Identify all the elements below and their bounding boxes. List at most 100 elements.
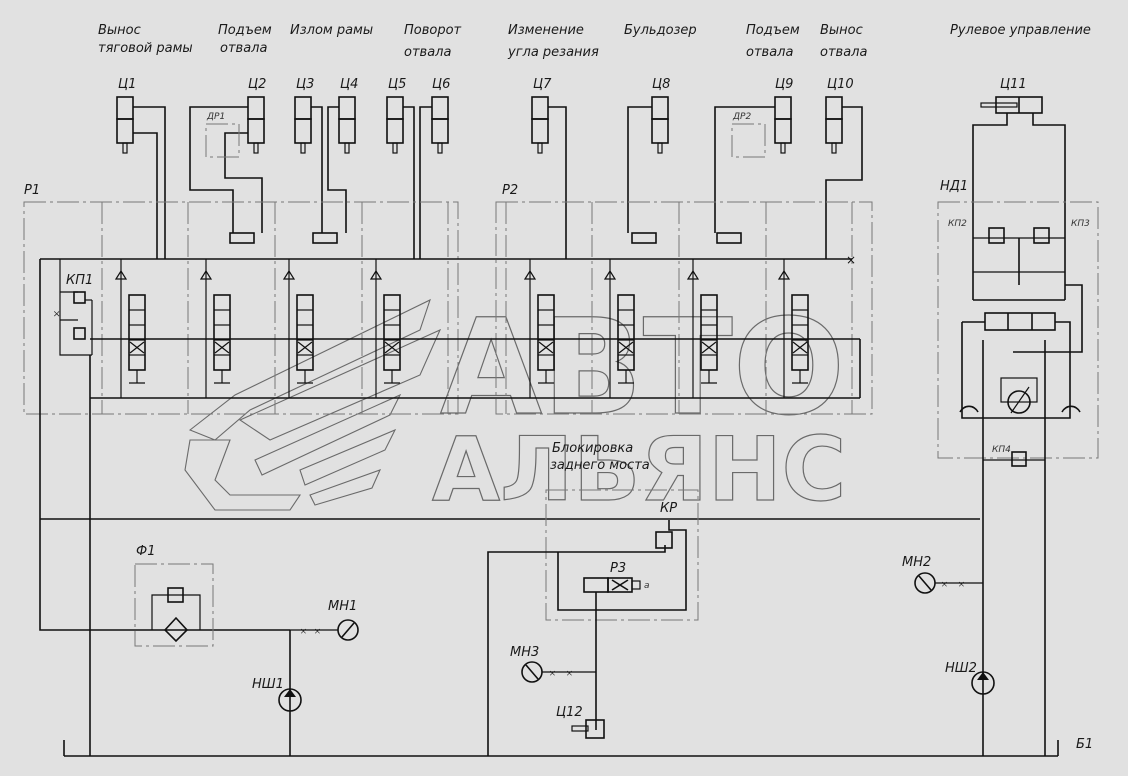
valve-p3: a xyxy=(583,577,650,593)
cylinders-group xyxy=(116,96,843,154)
steering-unit-frame xyxy=(937,201,1099,459)
label-c4: Ц4 xyxy=(340,77,358,92)
filter-icon xyxy=(163,616,189,643)
svg-text:угла резания: угла резания xyxy=(507,45,599,60)
section-title-podyem-otvala-2: Подъем отвала xyxy=(746,23,800,60)
spool-valve-4 xyxy=(369,259,401,398)
section-title-blokirovka: Блокировка заднего моста xyxy=(550,441,650,473)
filter-f1 xyxy=(134,563,214,647)
label-kp4: КП4 xyxy=(992,445,1011,455)
svg-text:a: a xyxy=(644,581,650,591)
spool-valve-2 xyxy=(199,259,231,398)
svg-text:×: × xyxy=(300,624,307,638)
shuttle-valve xyxy=(631,232,657,244)
pipe xyxy=(133,132,158,259)
cylinder-c2 xyxy=(247,96,265,154)
label-c5: Ц5 xyxy=(388,77,406,92)
pipe xyxy=(224,132,263,233)
svg-text:отвала: отвала xyxy=(220,41,267,56)
relief-valves-kp2-kp3 xyxy=(973,227,1083,353)
cylinder-c1 xyxy=(116,96,134,154)
svg-text:×: × xyxy=(958,577,965,591)
pipe xyxy=(189,106,248,233)
spool-valve-1 xyxy=(114,259,146,398)
svg-text:отвала: отвала xyxy=(404,45,451,60)
left-supply-line xyxy=(39,259,290,631)
gauge-mn3: × × xyxy=(521,661,596,683)
label-tank-b1: Б1 xyxy=(1076,737,1093,752)
pipes-group xyxy=(133,106,863,259)
distributor-p2-frame xyxy=(495,201,873,415)
label-filter-f1: Ф1 xyxy=(136,544,155,559)
cylinder-c10 xyxy=(825,96,843,154)
svg-text:Поворот: Поворот xyxy=(404,23,462,38)
relief-valve-kp1: × xyxy=(53,259,93,356)
spool-valve-3 xyxy=(282,259,314,398)
throttle-dr1 xyxy=(205,123,240,158)
spool-valve-6 xyxy=(603,259,635,398)
pump-nsh2 xyxy=(971,671,995,695)
label-throttle-dr2: ДР2 xyxy=(732,112,751,122)
shuttle-valve xyxy=(229,232,255,244)
svg-text:×: × xyxy=(566,666,573,680)
label-gauge-mn3: МН3 xyxy=(510,645,539,660)
cylinder-c5 xyxy=(386,96,404,154)
pipe xyxy=(548,106,567,259)
label-p2: Р2 xyxy=(502,183,518,198)
section-title-podyem-otvala-1: Подъем отвала xyxy=(218,23,272,56)
svg-text:Бульдозер: Бульдозер xyxy=(624,23,697,38)
svg-text:×: × xyxy=(314,624,321,638)
gauge-mn2: × × xyxy=(914,572,983,594)
label-c9: Ц9 xyxy=(775,77,793,92)
svg-text:×: × xyxy=(941,577,948,591)
label-c12: Ц12 xyxy=(556,705,583,720)
svg-text:отвала: отвала xyxy=(746,45,793,60)
label-throttle-dr1: ДР1 xyxy=(206,112,225,122)
label-c1: Ц1 xyxy=(118,77,136,92)
watermark-text-alyans: АЛЬЯНС xyxy=(432,418,846,521)
spool-valve-8 xyxy=(777,259,809,398)
label-c6: Ц6 xyxy=(432,77,450,92)
rear-axle-lock-frame xyxy=(545,489,699,621)
svg-text:Подъем: Подъем xyxy=(746,23,800,38)
label-gauge-mn2: МН2 xyxy=(902,555,931,570)
pump-nsh1 xyxy=(278,630,302,756)
label-kp2: КП2 xyxy=(948,219,967,229)
cylinder-c6 xyxy=(431,96,449,154)
throttle-icon: × xyxy=(53,306,60,321)
svg-text:Рулевое управление: Рулевое управление xyxy=(950,23,1091,38)
label-pump-nsh2: НШ2 xyxy=(945,661,977,676)
cylinder-c4 xyxy=(338,96,356,154)
steering-valve xyxy=(959,312,1081,419)
pipe xyxy=(714,106,775,233)
section-title-izmenenie-ugla: Изменение угла резания xyxy=(507,23,599,60)
line-plug-x: × xyxy=(846,253,856,267)
svg-text:тяговой рамы: тяговой рамы xyxy=(98,41,193,56)
cylinder-c11 xyxy=(972,96,1066,300)
svg-text:заднего моста: заднего моста xyxy=(550,458,650,473)
spool-valve-7 xyxy=(686,259,718,398)
spool-valve-5 xyxy=(523,259,555,398)
shuttle-valve xyxy=(716,232,742,244)
pipe xyxy=(133,106,166,259)
cylinder-c9 xyxy=(774,96,792,154)
spool-valves-group xyxy=(114,259,809,398)
label-nd1: НД1 xyxy=(940,179,968,194)
distributor-p1-frame xyxy=(23,201,459,415)
metering-motor xyxy=(1000,377,1038,414)
label-kp1: КП1 xyxy=(66,273,93,288)
label-p1: Р1 xyxy=(24,183,40,198)
label-c8: Ц8 xyxy=(652,77,670,92)
section-title-buldozer: Бульдозер xyxy=(624,23,697,38)
svg-text:Подъем: Подъем xyxy=(218,23,272,38)
section-title-vynos-otvala: Вынос отвала xyxy=(820,23,867,60)
pipe xyxy=(327,106,347,233)
cylinder-c7 xyxy=(531,96,549,154)
watermark-logo: АВТО АЛЬЯНС xyxy=(184,290,847,522)
section-title-vynos-tyagovoy-ramy: Вынос тяговой рамы xyxy=(98,23,193,56)
svg-text:Изменение: Изменение xyxy=(508,23,584,38)
label-kp3: КП3 xyxy=(1071,219,1090,229)
relief-valve-kp4 xyxy=(983,451,1045,467)
